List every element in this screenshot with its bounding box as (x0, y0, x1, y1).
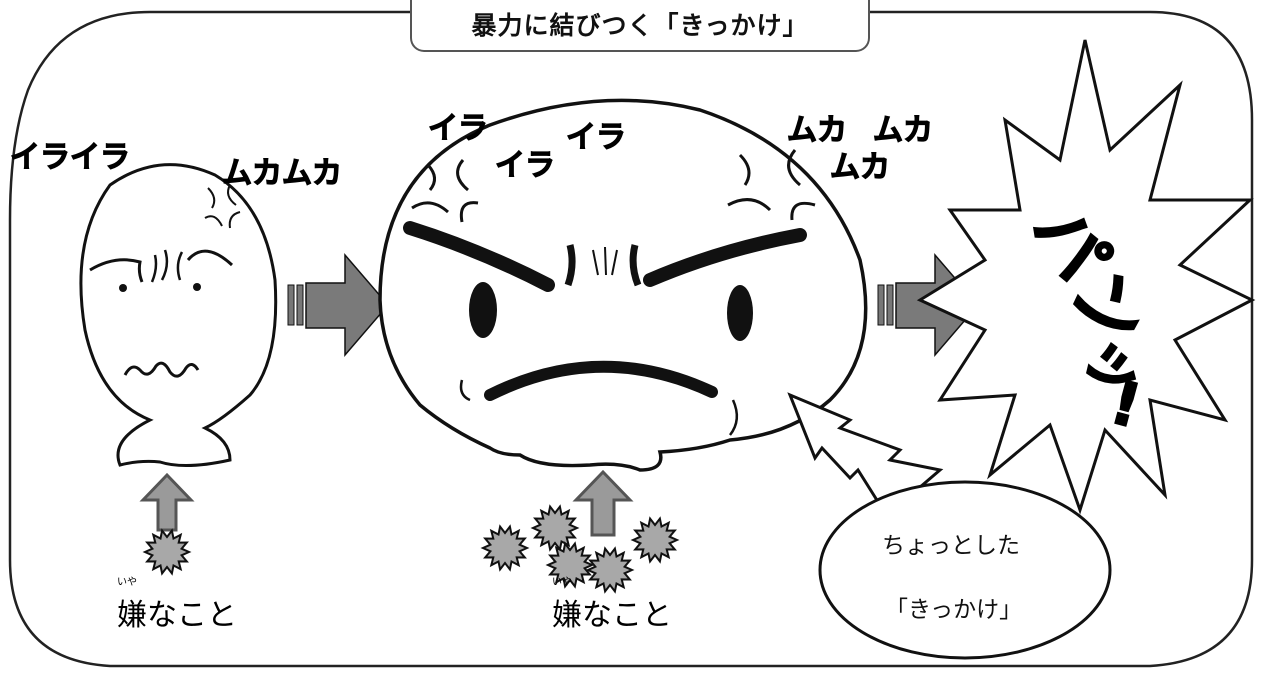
arrow-right-1 (287, 252, 389, 358)
iya-ruby-center: いや (552, 577, 572, 588)
label-muka-3: ムカ (829, 149, 890, 185)
label-ira-2: イラ (494, 147, 555, 183)
trigger-line-2: 「きっかけ」 (885, 597, 1023, 623)
iya-burst-2 (530, 504, 580, 552)
iya-burst-1 (480, 524, 530, 572)
iya-burst-4 (630, 516, 680, 564)
angry-face (378, 98, 868, 472)
iya-burst-5 (545, 541, 595, 589)
label-ira-1: イラ (427, 110, 488, 146)
iya-bursts (142, 504, 680, 594)
label-mukamuka: ムカムカ (221, 155, 342, 191)
label-iraira: イライラ (9, 139, 130, 175)
trigger-line-1: ちょっとした (882, 533, 1020, 559)
iya-burst-3 (585, 546, 635, 594)
label-muka-1: ムカ (786, 112, 847, 148)
up-arrow-center (572, 469, 634, 537)
label-ira-3: イラ (565, 119, 626, 155)
iya-burst-0 (142, 528, 192, 576)
explosion-burst (916, 39, 1256, 515)
up-arrow-left (139, 472, 195, 532)
small-frustrated-face (79, 163, 278, 468)
trigger-oval (818, 480, 1112, 660)
iya-ruby-left: いや (117, 577, 137, 588)
iya-label-left: 嫌なこと (117, 598, 237, 633)
label-muka-2: ムカ (872, 112, 933, 148)
outer-frame (8, 10, 1254, 668)
title-tab: 暴力に結びつく「きっかけ」 (410, 0, 870, 52)
page-title: 暴力に結びつく「きっかけ」 (471, 11, 809, 40)
iya-label-center: 嫌なこと (552, 598, 672, 633)
